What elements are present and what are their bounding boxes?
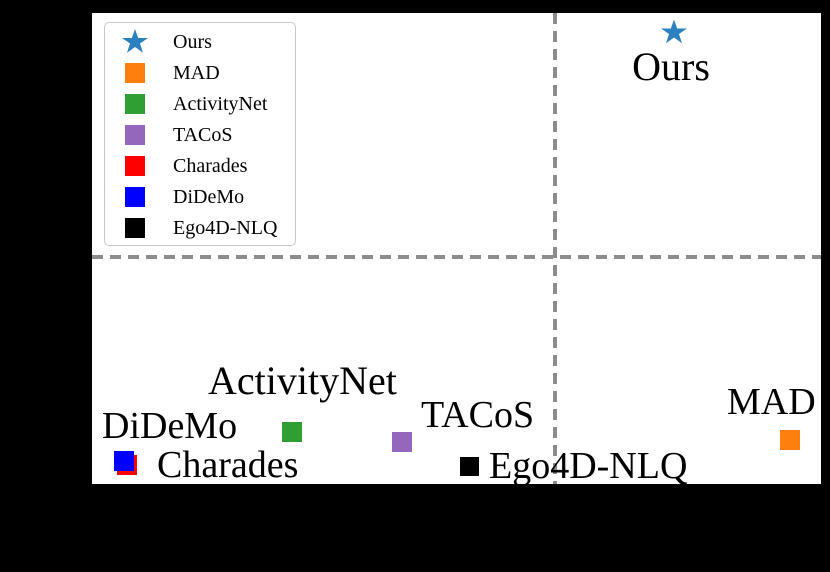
legend-label: Ego4D-NLQ bbox=[173, 216, 278, 239]
point-label-ours: Ours bbox=[632, 44, 710, 89]
legend-item-ours: Ours bbox=[105, 26, 295, 57]
scatter-point-ours bbox=[661, 19, 687, 44]
legend-item-mad: MAD bbox=[105, 57, 295, 88]
legend-item-didemo: DiDeMo bbox=[105, 181, 295, 212]
threshold-line-vertical bbox=[553, 13, 557, 484]
square-swatch-icon bbox=[125, 217, 145, 238]
threshold-line-horizontal bbox=[92, 255, 821, 259]
legend-item-charades: Charades bbox=[105, 150, 295, 181]
legend-label: DiDeMo bbox=[173, 185, 245, 208]
square-swatch-icon bbox=[125, 155, 145, 176]
legend-label: ActivityNet bbox=[173, 92, 268, 115]
scatter-point-ego4d-nlq bbox=[459, 456, 479, 476]
legend-label: Ours bbox=[173, 30, 212, 53]
scatter-point-mad bbox=[780, 430, 800, 450]
point-label-tacos: TACoS bbox=[421, 394, 535, 436]
square-swatch-icon bbox=[125, 93, 145, 114]
legend-item-ego4d-nlq: Ego4D-NLQ bbox=[105, 212, 295, 243]
scatter-point-activitynet bbox=[282, 422, 302, 442]
point-label-charades: Charades bbox=[157, 444, 299, 486]
square-swatch-icon bbox=[125, 186, 145, 207]
legend: Ours MAD ActivityNet TACoS Charades DiDe… bbox=[104, 22, 296, 246]
legend-label: Charades bbox=[173, 154, 248, 177]
star-icon bbox=[122, 29, 148, 53]
square-swatch-icon bbox=[125, 124, 145, 145]
legend-label: MAD bbox=[173, 61, 220, 84]
point-label-activitynet: ActivityNet bbox=[208, 358, 397, 403]
legend-label: TACoS bbox=[173, 123, 233, 146]
legend-item-tacos: TACoS bbox=[105, 119, 295, 150]
scatter-point-tacos bbox=[392, 432, 412, 452]
point-label-mad: MAD bbox=[727, 381, 816, 423]
point-label-ego4d-nlq: Ego4D-NLQ bbox=[489, 445, 688, 487]
scatter-point-didemo bbox=[114, 451, 134, 471]
plot-area: Ours MAD ActivityNet TACoS Charades DiDe… bbox=[89, 10, 824, 487]
square-swatch-icon bbox=[125, 62, 145, 83]
legend-item-activitynet: ActivityNet bbox=[105, 88, 295, 119]
point-label-didemo: DiDeMo bbox=[102, 405, 238, 447]
